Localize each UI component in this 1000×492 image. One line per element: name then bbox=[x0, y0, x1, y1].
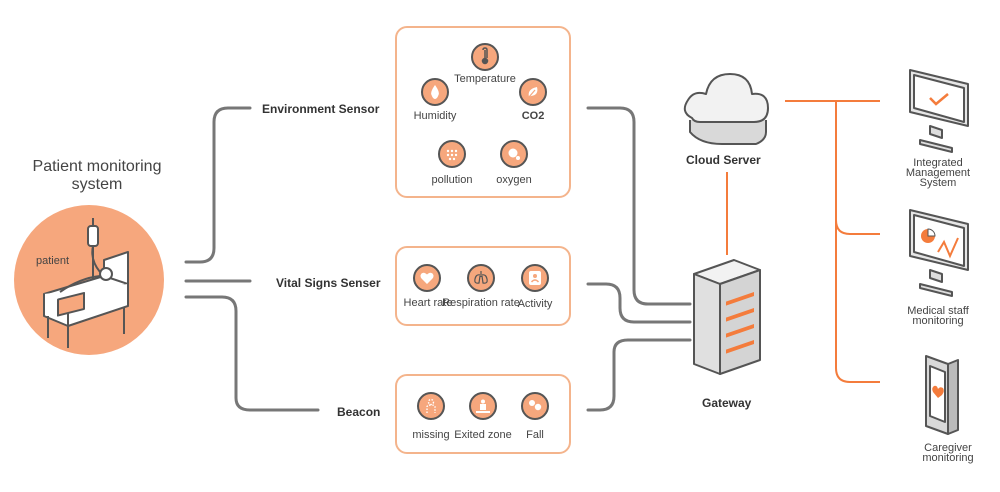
temperature-icon bbox=[471, 43, 499, 71]
temperature-label: Temperature bbox=[454, 73, 516, 85]
activity-icon bbox=[521, 264, 549, 292]
line-output-medical bbox=[835, 219, 880, 235]
monitor-chart-icon bbox=[909, 209, 969, 297]
line-env-gateway bbox=[586, 106, 692, 306]
gateway-server-icon bbox=[693, 259, 761, 375]
beacon-label: Beacon bbox=[337, 405, 381, 419]
pollution-label: pollution bbox=[431, 174, 473, 186]
cloud-server-label: Cloud Server bbox=[686, 153, 761, 167]
caregiver-monitoring-label: Caregiver monitoring bbox=[922, 442, 974, 464]
co2-label: CO2 bbox=[521, 110, 545, 122]
exited-zone-icon bbox=[469, 392, 497, 420]
line-patient-env bbox=[184, 106, 252, 264]
humidity-label: Humidity bbox=[413, 110, 457, 122]
cloud-icon bbox=[683, 73, 769, 145]
humidity-icon bbox=[421, 78, 449, 106]
co2-icon bbox=[519, 78, 547, 106]
environment-sensor-label: Environment Sensor bbox=[262, 102, 380, 116]
line-patient-beacon bbox=[184, 295, 320, 412]
lungs-icon bbox=[467, 264, 495, 292]
vital-signs-sensor-label: Vital Signs Senser bbox=[276, 276, 381, 290]
heart-icon bbox=[413, 264, 441, 292]
environment-sensor-box bbox=[395, 26, 571, 198]
missing-label: missing bbox=[412, 429, 450, 441]
hospital-bed-icon bbox=[43, 218, 129, 348]
oxygen-label: oxygen bbox=[496, 174, 532, 186]
missing-icon bbox=[417, 392, 445, 420]
pollution-icon bbox=[438, 140, 466, 168]
gateway-label: Gateway bbox=[702, 396, 752, 410]
oxygen-icon bbox=[500, 140, 528, 168]
monitor-check-icon bbox=[909, 69, 969, 153]
heart-rate-label: Heart rate bbox=[403, 297, 453, 309]
exited-zone-label: Exited zone bbox=[454, 429, 512, 441]
fall-label: Fall bbox=[526, 429, 544, 441]
line-beacon-gateway bbox=[586, 338, 692, 412]
fall-icon bbox=[521, 392, 549, 420]
integrated-management-system-label: Integrated Management System bbox=[905, 157, 971, 189]
line-vital-gateway bbox=[586, 282, 692, 324]
medical-staff-monitoring-label: Medical staff monitoring bbox=[907, 305, 969, 327]
patient-label: patient bbox=[36, 255, 70, 267]
page-title: Patient monitoring system bbox=[32, 158, 162, 193]
respiration-rate-label: Respiration rate bbox=[442, 297, 520, 309]
line-output-trunk bbox=[835, 101, 880, 383]
phone-heart-icon bbox=[925, 355, 959, 435]
activity-label: Activity bbox=[517, 298, 553, 310]
